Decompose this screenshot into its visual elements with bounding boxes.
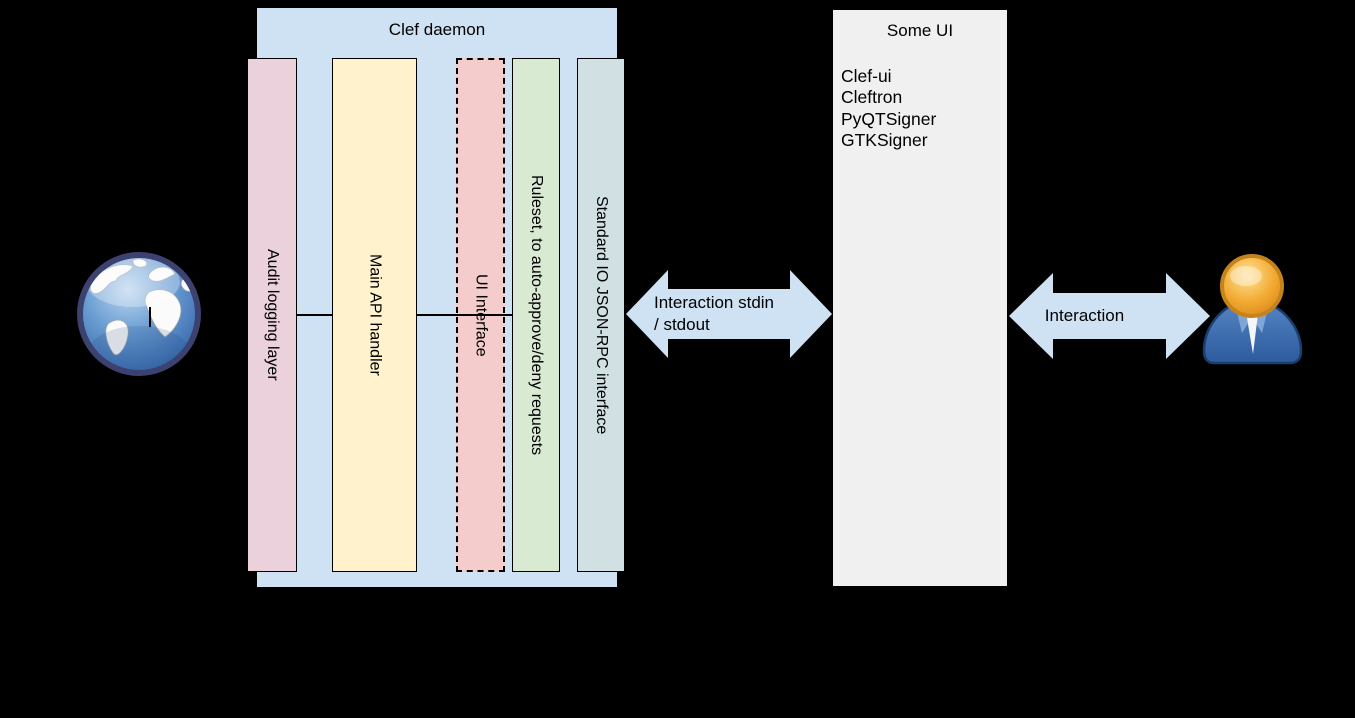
some-ui-title: Some UI <box>886 21 954 40</box>
clef-daemon-title: Clef daemon <box>388 20 486 39</box>
layer-main-api-handler: Main API handler <box>332 58 417 572</box>
arrow-label-line1: Interaction stdin <box>654 293 775 312</box>
connector-stub <box>149 307 151 327</box>
connector-line-api-ruleset <box>416 314 513 316</box>
arrow-label-line2: / stdout <box>654 315 710 334</box>
layer-label: Main API handler <box>366 254 384 376</box>
layer-ruleset: Ruleset, to auto-approve/deny requests <box>512 58 560 572</box>
layer-stdio-json-rpc: Standard IO JSON-RPC interface <box>577 58 625 572</box>
arrow-stdin-stdout: Interaction stdin / stdout <box>626 270 832 358</box>
arrow-label: Interaction stdin / stdout <box>654 270 774 358</box>
layer-label: Ruleset, to auto-approve/deny requests <box>528 174 545 456</box>
globe-icon <box>73 250 205 378</box>
clef-daemon-box: Clef daemon <box>257 8 617 587</box>
double-arrow-icon <box>626 270 832 358</box>
double-arrow-icon <box>1009 273 1210 359</box>
arrow-label: Interaction <box>1044 306 1125 325</box>
list-item-clef-ui: Clef-ui <box>841 66 892 86</box>
list-item-cleftron: Cleftron <box>841 87 903 108</box>
layer-label: Audit logging layer <box>264 249 281 381</box>
connector-line-audit-api <box>296 314 332 316</box>
user-icon <box>1200 253 1305 366</box>
some-ui-box: Some UI Clef-ui Cleftron PyQTSigner GTKS… <box>833 10 1007 586</box>
some-ui-list: Clef-ui Cleftron PyQTSigner GTKSigner <box>833 66 1007 151</box>
layer-audit-logging: Audit logging layer <box>247 58 297 572</box>
arrow-user-interaction: Interaction <box>1009 273 1210 359</box>
list-item-gtksigner: GTKSigner <box>841 129 928 150</box>
list-item-pyqtsigner: PyQTSigner <box>841 108 937 129</box>
layer-label: Standard IO JSON-RPC interface <box>593 195 610 435</box>
